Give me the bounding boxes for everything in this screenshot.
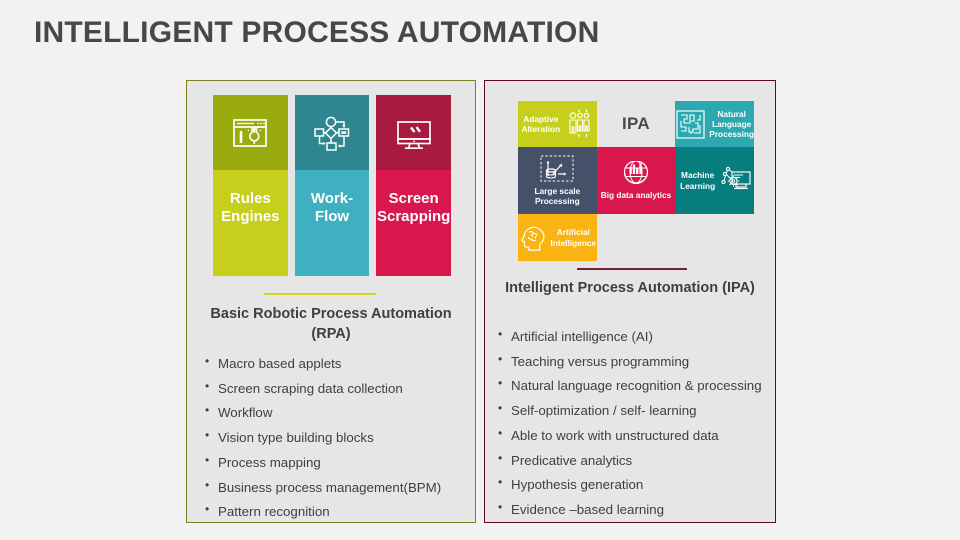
rpa-panel: Rules Engines [186, 80, 476, 523]
ipa-bullet-list: Artificial intelligence (AI) Teaching ve… [493, 325, 771, 524]
ipa-cell-natural-language-processing[interactable]: Natural Language Processing [675, 101, 754, 147]
ipa-cell-adaptive-alteration[interactable]: Adaptive Alteration [518, 101, 597, 147]
list-item: Business process management(BPM) [200, 476, 468, 499]
list-item: Hypothesis generation [493, 473, 771, 496]
ipa-cell-label: Big data analytics [600, 189, 672, 200]
ipa-divider [577, 268, 687, 270]
ipa-cell-machine-learning[interactable]: Machine Learning [675, 147, 754, 214]
list-item: Screen scraping data collection [200, 377, 468, 400]
ipa-cell-label: Large scale Processing [534, 185, 581, 206]
globe-chart-icon [621, 160, 651, 186]
list-item: Able to work with unstructured data [493, 424, 771, 447]
flowchart-icon [310, 111, 354, 155]
list-item: Process mapping [200, 451, 468, 474]
rpa-column-label: Rules Engines [221, 190, 280, 225]
rpa-heading: Basic Robotic Process Automation (RPA) [210, 306, 452, 342]
rpa-bullet-list: Macro based applets Screen scraping data… [200, 352, 468, 526]
rpa-column-screen-scrapping[interactable]: Screen Scrapping [376, 95, 452, 276]
rpa-divider [264, 293, 376, 295]
browser-tools-icon [228, 111, 272, 155]
rules-engines-label-box: Rules Engines [213, 170, 288, 276]
list-item: Vision type building blocks [200, 426, 468, 449]
list-item: Teaching versus programming [493, 350, 771, 373]
workflow-label-box: Work-Flow [294, 170, 370, 276]
rules-engines-icon-box [213, 95, 288, 170]
rpa-column-group: Rules Engines [213, 95, 452, 276]
list-item: Macro based applets [200, 352, 468, 375]
ipa-center-label: IPA [622, 114, 650, 133]
list-item: Predicative analytics [493, 449, 771, 472]
list-item: Self-optimization / self- learning [493, 399, 771, 422]
data-growth-icon [540, 155, 574, 182]
ipa-cell-label: Machine Learning [680, 170, 716, 191]
list-item: Workflow [200, 401, 468, 424]
rpa-column-label: Screen Scrapping [377, 190, 451, 225]
list-item: Natural language recognition & processin… [493, 374, 771, 397]
rpa-column-label: Work-Flow [310, 190, 354, 225]
ipa-cell-label: Artificial Intelligence [550, 227, 597, 248]
page-title: INTELLIGENT PROCESS AUTOMATION [34, 16, 600, 49]
people-group-icon [565, 109, 595, 139]
ipa-cell-label: Adaptive Alteration [521, 113, 561, 134]
brain-head-icon [519, 224, 548, 252]
list-item: Evidence –based learning [493, 498, 771, 521]
ipa-center-cell: IPA [596, 101, 676, 147]
ipa-grid: Adaptive Alteration IPA [518, 101, 754, 261]
rpa-column-workflow[interactable]: Work-Flow [294, 95, 370, 276]
computer-gear-icon [721, 166, 752, 195]
desktop-monitor-icon [392, 111, 436, 155]
ipa-panel: Adaptive Alteration IPA [484, 80, 776, 523]
ipa-cell-label: Natural Language Processing [709, 108, 754, 140]
screen-scrapping-icon-box [376, 95, 452, 170]
workflow-icon-box [294, 95, 370, 170]
list-item: Artificial intelligence (AI) [493, 325, 771, 348]
screen-scrapping-label-box: Screen Scrapping [376, 170, 452, 276]
ipa-heading: Intelligent Process Automation (IPA) [505, 280, 755, 296]
list-item: Pattern recognition [200, 500, 468, 523]
ipa-cell-artificial-intelligence[interactable]: Artificial Intelligence [518, 214, 597, 261]
rpa-column-rules-engines[interactable]: Rules Engines [213, 95, 288, 276]
circuit-maze-icon [675, 109, 706, 140]
ipa-cell-large-scale-processing[interactable]: Large scale Processing [518, 147, 597, 214]
ipa-cell-big-data-analytics[interactable]: Big data analytics [596, 147, 676, 214]
